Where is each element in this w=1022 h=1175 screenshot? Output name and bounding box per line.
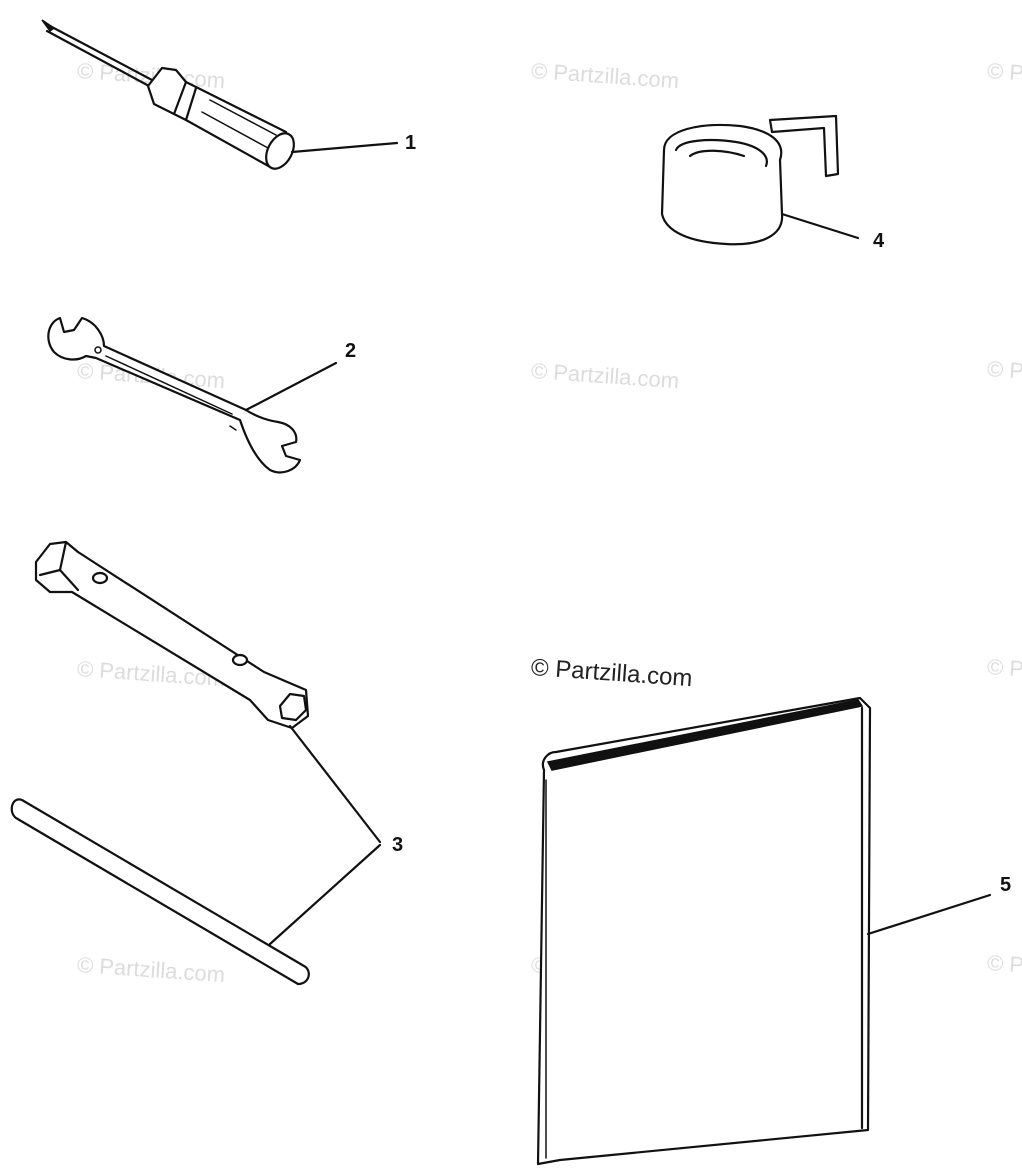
owners-manual-icon (536, 696, 992, 1166)
open-end-wrench-icon (47, 316, 338, 474)
callout-1: 1 (405, 132, 417, 154)
callout-3: 3 (392, 834, 404, 856)
screwdriver-icon (41, 19, 399, 170)
callout-2: 2 (345, 340, 357, 362)
tube-socket-wrench-and-tommy-bar-icon (10, 540, 382, 986)
callout-4: 4 (873, 230, 885, 252)
rolled-strap-icon (660, 114, 860, 246)
callout-5: 5 (1000, 874, 1012, 896)
